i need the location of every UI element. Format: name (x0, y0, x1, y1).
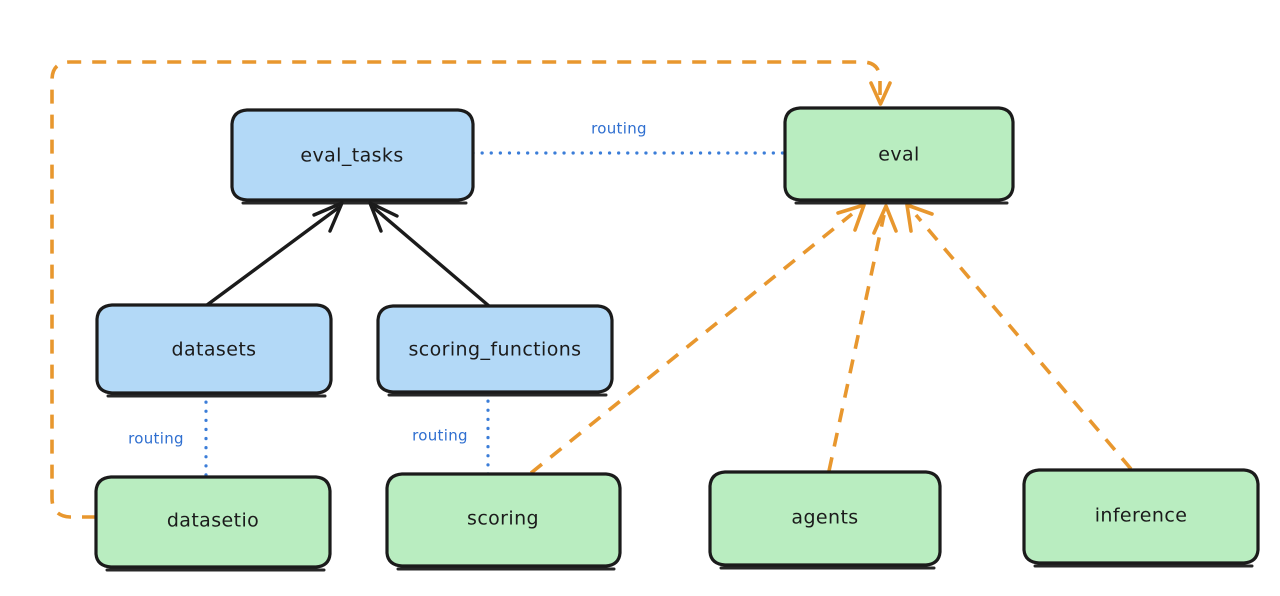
edge-agents-to-eval-arrowhead (872, 204, 898, 235)
node-datasetio[interactable]: datasetio (94, 475, 332, 572)
node-datasetio-box[interactable] (94, 475, 332, 569)
node-datasetio-label: datasetio (167, 510, 259, 532)
node-scoring-label: scoring (467, 508, 539, 530)
node-scoring-box[interactable] (385, 472, 622, 568)
edge-datasetio-to-eval (50, 60, 892, 519)
edge-inference-to-eval (905, 203, 1133, 471)
edge-inference-to-eval-arrowhead (905, 203, 934, 233)
edge-scoring-to-eval-arrowhead (836, 203, 866, 232)
node-eval-tasks-box[interactable] (230, 108, 475, 202)
edge-label-datasets-to-datasetio: routing (128, 430, 184, 448)
edge-datasets-to-eval-tasks-line (205, 206, 340, 307)
node-datasets[interactable]: datasets (95, 303, 333, 398)
node-eval-tasks[interactable]: eval_tasks (230, 108, 475, 205)
node-scoring-functions-box[interactable] (376, 304, 614, 394)
edge-agents-to-eval-line (827, 214, 886, 472)
edge-scoring-functions-to-eval-tasks-line (372, 206, 491, 308)
edge-scoring-to-eval (529, 203, 866, 475)
edge-scoring-to-eval-line (529, 212, 854, 475)
edge-scoring-functions-to-eval-tasks (368, 201, 491, 308)
node-agents-box[interactable] (708, 470, 942, 567)
node-scoring-functions[interactable]: scoring_functions (376, 304, 614, 397)
node-inference-label: inference (1095, 505, 1188, 527)
edge-datasetio-to-eval-line (50, 60, 882, 519)
node-scoring-functions-label: scoring_functions (409, 339, 582, 361)
node-eval-label: eval (878, 144, 919, 166)
node-scoring[interactable]: scoring (385, 472, 622, 571)
node-eval-tasks-label: eval_tasks (300, 145, 403, 167)
node-datasets-label: datasets (172, 339, 257, 361)
node-agents[interactable]: agents (708, 470, 942, 570)
node-datasets-box[interactable] (95, 303, 333, 395)
edge-inference-to-eval-line (914, 213, 1133, 471)
edge-label-scoring-functions-to-scoring: routing (412, 427, 468, 445)
node-inference-box[interactable] (1022, 468, 1260, 565)
node-inference[interactable]: inference (1022, 468, 1260, 568)
node-agents-label: agents (791, 507, 858, 529)
edge-label-eval-tasks-to-eval: routing (591, 120, 647, 138)
node-eval-box[interactable] (783, 106, 1015, 202)
edge-datasets-to-eval-tasks (205, 201, 344, 307)
edge-agents-to-eval (827, 204, 898, 472)
node-eval[interactable]: eval (783, 106, 1015, 205)
edge-datasetio-to-eval-arrowhead (869, 81, 892, 106)
